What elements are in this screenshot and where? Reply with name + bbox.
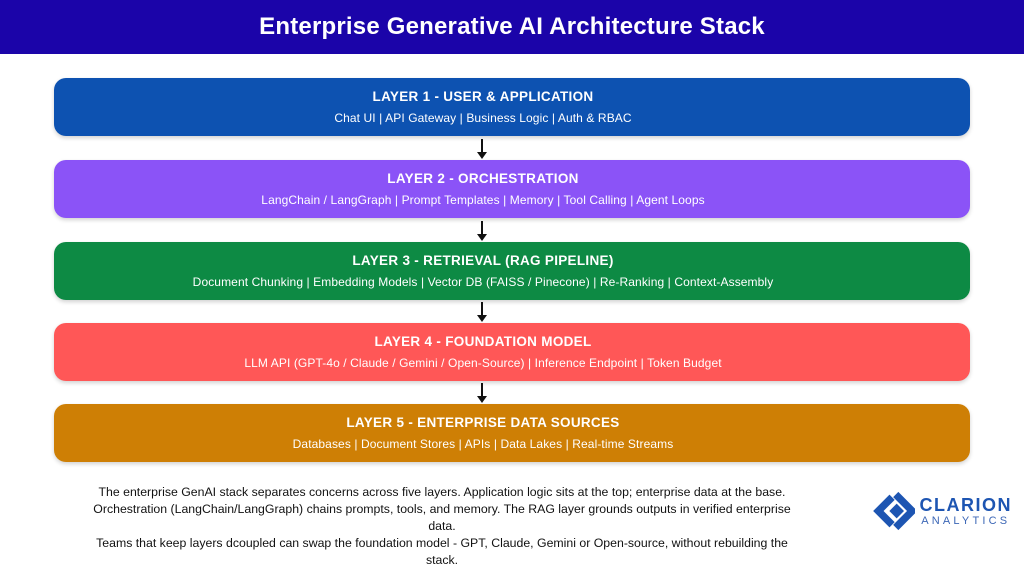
clarion-analytics-logo: CLARION ANALYTICS (871, 490, 1013, 532)
layer-1-subtitle: Chat UI | API Gateway | Business Logic |… (334, 111, 632, 125)
flow-arrow-3-icon (476, 302, 488, 323)
clarion-diamond-icon (872, 491, 915, 531)
footer-description: The enterprise GenAI stack separates con… (80, 484, 804, 569)
layer-5-title: LAYER 5 - ENTERPRISE DATA SOURCES (346, 415, 620, 430)
layer-3-title: LAYER 3 - RETRIEVAL (RAG PIPELINE) (352, 253, 614, 268)
footer-line-1: The enterprise GenAI stack separates con… (98, 485, 786, 499)
logo-text: CLARION ANALYTICS (920, 496, 1013, 527)
flow-arrow-2-icon (476, 221, 488, 242)
footer-line-2: Orchestration (LangChain/LangGraph) chai… (93, 502, 791, 533)
flow-arrow-1-icon (476, 139, 488, 160)
layer-1-box: LAYER 1 - USER & APPLICATION Chat UI | A… (54, 78, 970, 136)
layer-4-box: LAYER 4 - FOUNDATION MODEL LLM API (GPT-… (54, 323, 970, 381)
layer-4-subtitle: LLM API (GPT-4o / Claude / Gemini / Open… (244, 356, 722, 370)
header-banner: Enterprise Generative AI Architecture St… (0, 0, 1024, 54)
layer-2-box: LAYER 2 - ORCHESTRATION LangChain / Lang… (54, 160, 970, 218)
layer-2-subtitle: LangChain / LangGraph | Prompt Templates… (261, 193, 705, 207)
layer-3-subtitle: Document Chunking | Embedding Models | V… (192, 275, 774, 289)
flow-arrow-4-icon (476, 383, 488, 404)
page-title: Enterprise Generative AI Architecture St… (259, 13, 765, 40)
layer-1-title: LAYER 1 - USER & APPLICATION (372, 89, 594, 104)
layer-3-box: LAYER 3 - RETRIEVAL (RAG PIPELINE) Docum… (54, 242, 970, 300)
layer-5-box: LAYER 5 - ENTERPRISE DATA SOURCES Databa… (54, 404, 970, 462)
footer-line-3: Teams that keep layers dcoupled can swap… (96, 536, 788, 567)
logo-name: CLARION (919, 494, 1012, 515)
layer-5-subtitle: Databases | Document Stores | APIs | Dat… (292, 437, 674, 451)
logo-sub: ANALYTICS (921, 514, 1011, 527)
layer-4-title: LAYER 4 - FOUNDATION MODEL (374, 334, 592, 349)
layer-2-title: LAYER 2 - ORCHESTRATION (387, 171, 579, 186)
